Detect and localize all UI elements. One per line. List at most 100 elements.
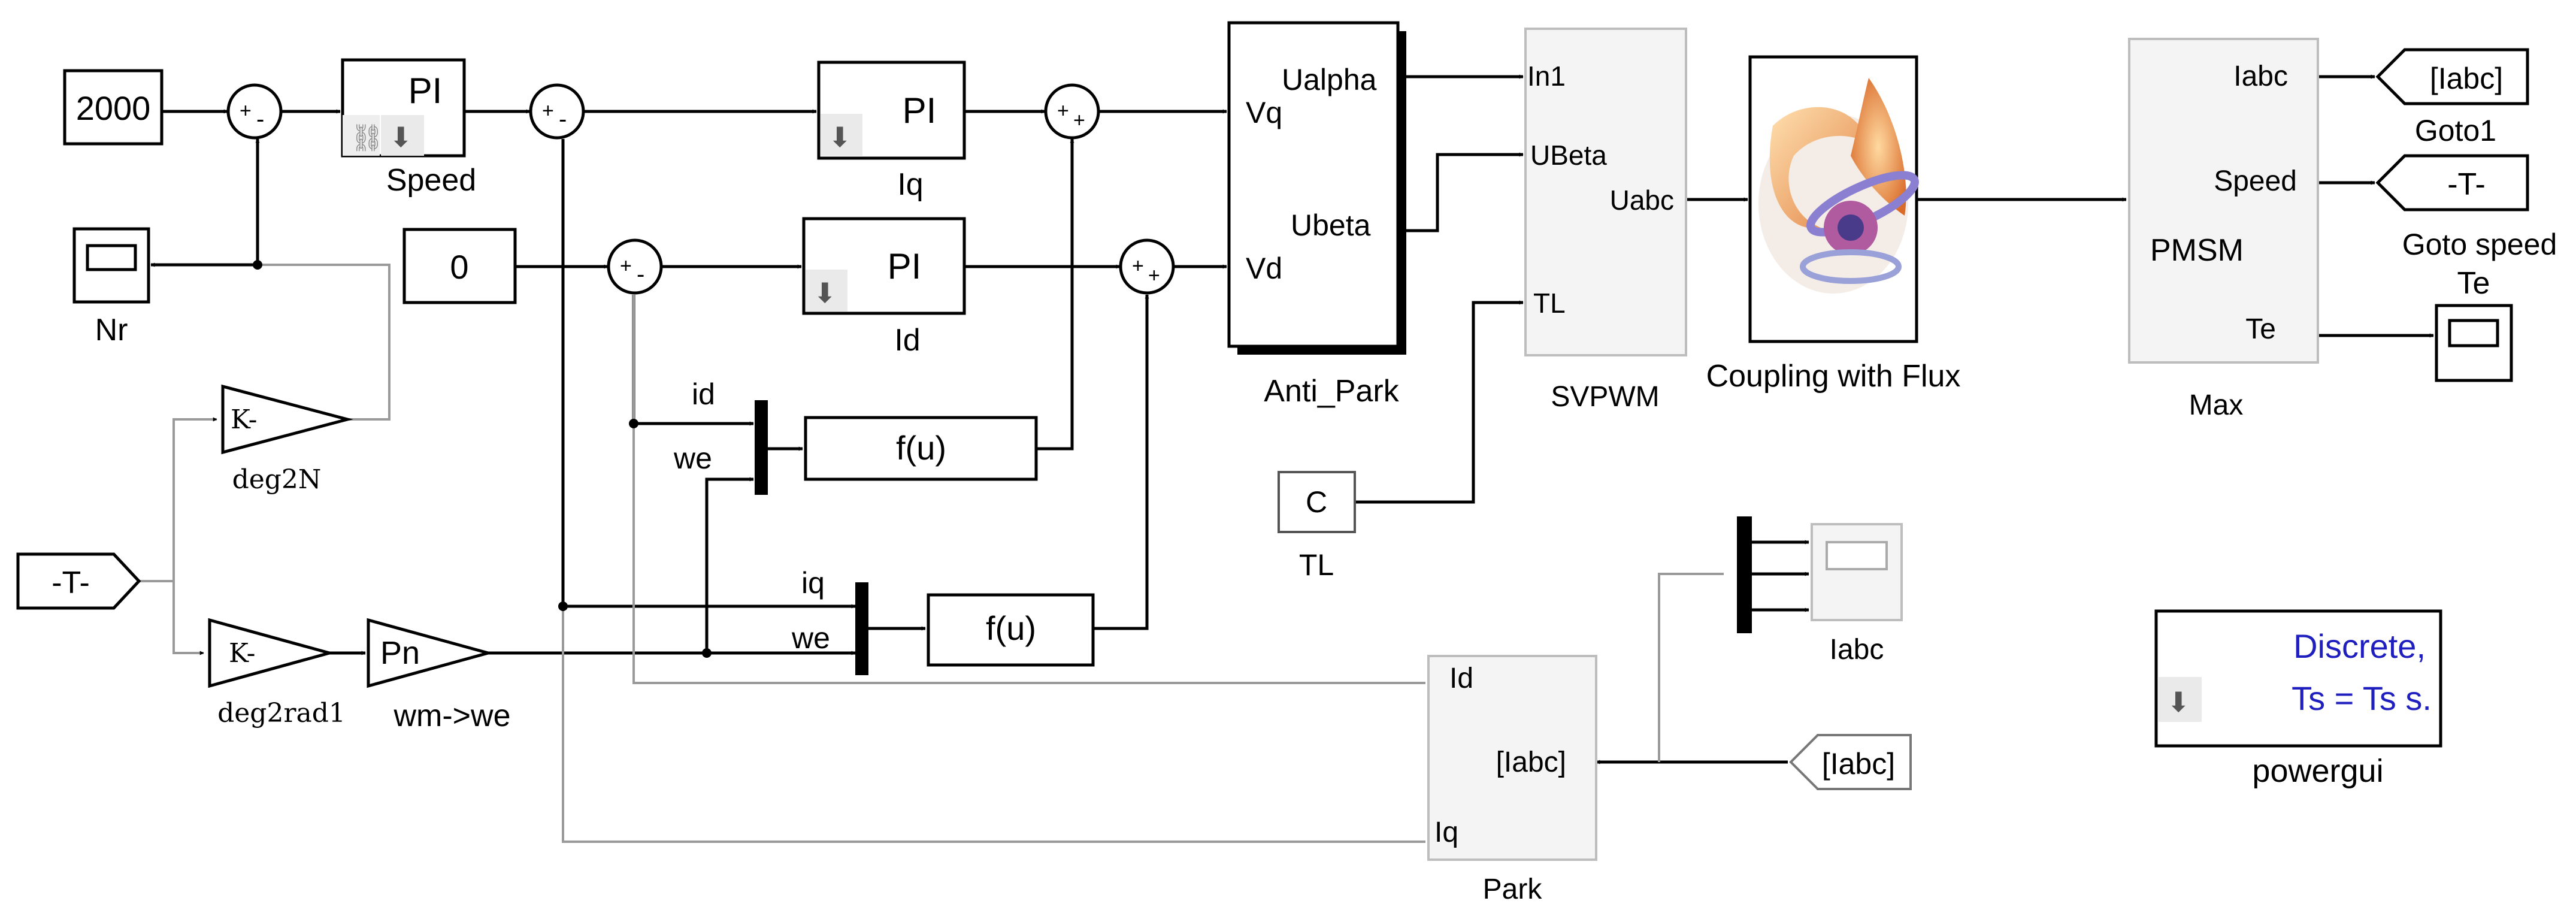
mask-arrow-icon: ⬇ xyxy=(381,115,424,156)
gain-deg2rad[interactable]: K- deg2rad1 xyxy=(208,618,346,728)
park-name: Park xyxy=(1483,873,1543,905)
pi-id-block[interactable]: PI ⬇ Id xyxy=(802,217,966,358)
svg-text:⬇: ⬇ xyxy=(2167,686,2190,718)
from-t-text: -T- xyxy=(52,566,90,600)
pi-iq-text: PI xyxy=(903,90,937,131)
goto1-name: Goto1 xyxy=(2415,114,2496,147)
fcn1-block[interactable]: f(u) xyxy=(804,416,1038,481)
anti-park-ualpha: Ualpha xyxy=(1282,63,1377,96)
pmsm-name: Max xyxy=(2189,389,2244,421)
pi-speed-block[interactable]: PI ⛓ ⬇ Speed xyxy=(341,58,476,198)
goto-speed-name: Goto speed xyxy=(2402,228,2557,261)
mux-iabc[interactable] xyxy=(1737,516,1752,633)
deg2n-text: K- xyxy=(231,404,258,435)
tl-const-name: TL xyxy=(1299,548,1334,582)
svg-text:-: - xyxy=(256,106,264,132)
deg2rad-name: deg2rad1 xyxy=(217,698,346,728)
mask-arrow-icon: ⬇ xyxy=(806,270,847,312)
svg-text:⬇: ⬇ xyxy=(828,121,852,153)
mux2-label-we: we xyxy=(791,621,830,655)
park-block[interactable]: Id [Iabc] Iq Park xyxy=(1427,655,1597,905)
te-scope-name: Te xyxy=(2457,266,2490,301)
scope-icon xyxy=(2448,319,2499,347)
sum-id-error: +- xyxy=(607,238,663,295)
svpwm-in1: In1 xyxy=(1527,61,1566,92)
svpwm-ubeta: UBeta xyxy=(1530,140,1607,171)
svg-text:⛓: ⛓ xyxy=(350,123,384,153)
signal-lines xyxy=(150,74,2434,764)
svpwm-block[interactable]: In1 UBeta TL Uabc SVPWM xyxy=(1524,28,1687,413)
svg-text:⬇: ⬇ xyxy=(389,121,413,153)
sum-vq: ++ xyxy=(1044,83,1100,140)
svg-text:⬇: ⬇ xyxy=(813,277,837,309)
pi-speed-text: PI xyxy=(408,71,443,111)
svg-text:+: + xyxy=(1073,109,1085,132)
matlab-logo-icon xyxy=(1758,78,1919,294)
powergui-line2: Ts = Ts s. xyxy=(2292,679,2432,717)
pi-speed-name: Speed xyxy=(386,163,476,198)
svg-text:+: + xyxy=(542,99,554,122)
link-icon: ⛓ xyxy=(343,115,384,156)
park-iq: Iq xyxy=(1434,817,1458,848)
scope-icon xyxy=(86,244,137,271)
iabc-scope[interactable]: Iabc xyxy=(1811,523,1903,666)
sum-blocks[interactable]: +- +- ++ +- ++ xyxy=(226,83,1175,295)
from-iabc[interactable]: [Iabc] xyxy=(1789,734,1912,790)
pmsm-block[interactable]: Iabc Speed Te PMSM Max xyxy=(2128,38,2319,421)
mask-arrow-icon: ⬇ xyxy=(821,114,862,156)
pn-name: wm->we xyxy=(393,699,510,733)
te-scope[interactable]: Te xyxy=(2435,266,2513,382)
from-t-block[interactable]: -T- xyxy=(16,552,141,610)
constant-speed-ref[interactable]: 2000 xyxy=(63,69,164,146)
fcn1-text: f(u) xyxy=(896,429,946,467)
tl-constant[interactable]: C TL xyxy=(1278,471,1356,582)
goto-speed[interactable]: -T- Goto speed xyxy=(2375,154,2557,261)
pi-iq-block[interactable]: PI ⬇ Iq xyxy=(817,61,966,202)
svpwm-uabc: Uabc xyxy=(1610,185,1674,216)
svg-text:+: + xyxy=(1148,264,1160,287)
powergui-name: powergui xyxy=(2252,753,2383,789)
tl-const-text: C xyxy=(1306,485,1327,519)
pmsm-te: Te xyxy=(2245,313,2276,345)
pmsm-speed: Speed xyxy=(2214,165,2297,197)
anti-park-block[interactable]: Vq Vd Ualpha Ubeta Anti_Park xyxy=(1227,21,1406,409)
mux2-label-iq: iq xyxy=(801,566,825,600)
pmsm-iabc: Iabc xyxy=(2233,61,2288,92)
goto-iabc[interactable]: [Iabc] Goto1 xyxy=(2375,48,2529,147)
anti-park-name: Anti_Park xyxy=(1264,374,1399,409)
anti-park-vq: Vq xyxy=(1246,96,1282,129)
scope-icon xyxy=(1826,541,1888,570)
anti-park-ubeta: Ubeta xyxy=(1291,208,1371,242)
sum-vd: ++ xyxy=(1119,238,1175,295)
goto-speed-text: -T- xyxy=(2447,167,2486,202)
powergui-line1: Discrete, xyxy=(2293,627,2426,665)
coupling-block[interactable]: Coupling with Flux xyxy=(1706,55,1961,394)
pi-id-name: Id xyxy=(894,323,920,358)
svpwm-name: SVPWM xyxy=(1551,381,1659,413)
constant-id-ref[interactable]: 0 xyxy=(402,228,517,304)
svg-text:+: + xyxy=(1132,255,1144,277)
svg-text:-: - xyxy=(637,261,644,288)
pn-text: Pn xyxy=(380,635,420,671)
mux1[interactable]: id we xyxy=(673,377,768,495)
svg-text:+: + xyxy=(620,255,632,277)
mux2[interactable]: iq we xyxy=(791,566,868,675)
junction-dots xyxy=(253,260,712,658)
nr-scope[interactable]: Nr xyxy=(72,227,150,347)
gain-deg2n[interactable]: K- deg2N xyxy=(221,384,353,495)
park-id: Id xyxy=(1449,663,1473,694)
deg2n-name: deg2N xyxy=(232,464,322,495)
pi-id-text: PI xyxy=(888,246,922,286)
goto1-text: [Iabc] xyxy=(2430,62,2503,95)
pi-iq-name: Iq xyxy=(897,167,923,202)
mux1-label-id: id xyxy=(692,377,715,411)
svpwm-tl: TL xyxy=(1533,288,1566,319)
sum-iq-error: +- xyxy=(529,83,585,140)
from-iabc-text: [Iabc] xyxy=(1822,747,1895,781)
mask-arrow-icon: ⬇ xyxy=(2159,677,2202,722)
fcn2-block[interactable]: f(u) xyxy=(927,593,1095,667)
iabc-scope-name: Iabc xyxy=(1830,634,1884,666)
mux1-label-we: we xyxy=(673,442,712,475)
gain-pn[interactable]: Pn wm->we xyxy=(367,618,511,733)
powergui-block[interactable]: Discrete, Ts = Ts s. ⬇ powergui xyxy=(2154,609,2442,789)
